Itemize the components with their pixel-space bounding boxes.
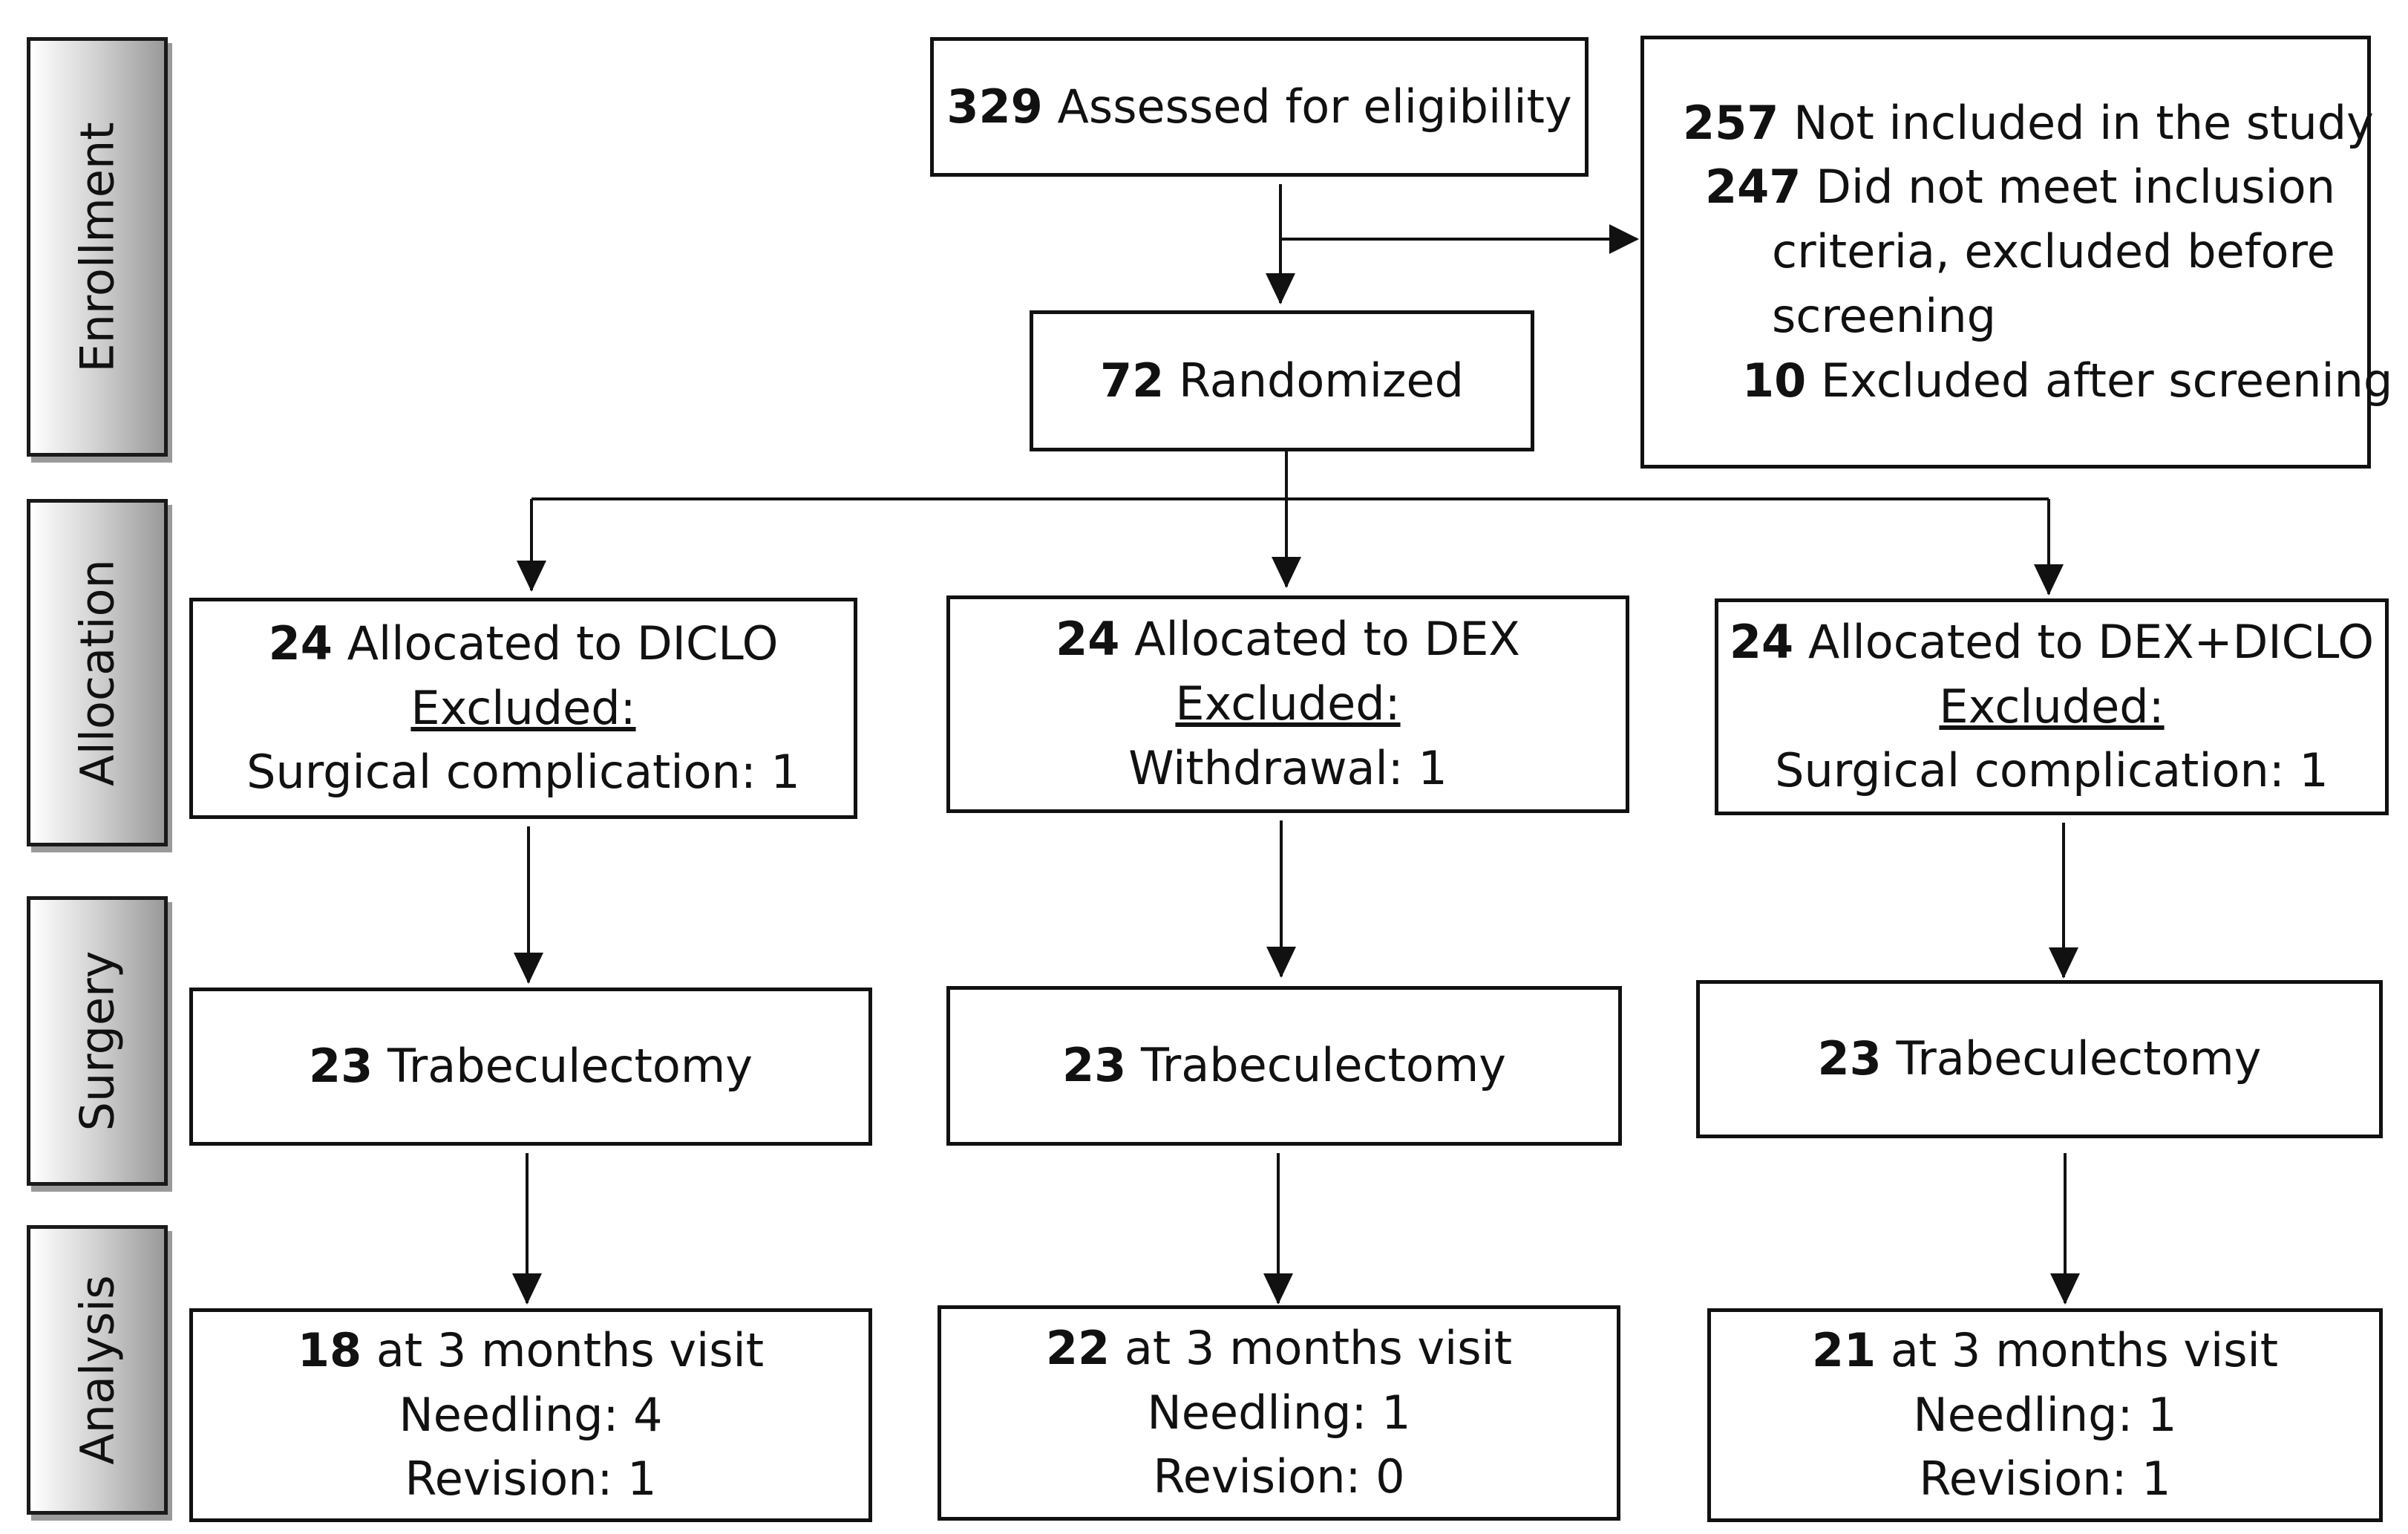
arm1-analysis-count: 18 <box>297 1322 362 1377</box>
arrowhead-randomized <box>1266 273 1295 304</box>
arm3-surgery-label: Trabeculectomy <box>1896 1031 2262 1086</box>
randomized-count: 72 <box>1100 353 1165 408</box>
arm2-surgery-label: Trabeculectomy <box>1141 1038 1506 1093</box>
arrowhead-arm3-surgery <box>2049 947 2078 979</box>
arm3-analysis-count: 21 <box>1811 1322 1877 1377</box>
arrowhead-arm1-surgery <box>514 953 543 984</box>
arm3-allocated-count: 24 <box>1729 614 1794 669</box>
arm3-excluded-heading: Excluded: <box>1939 679 2165 734</box>
arm1-surgery-count: 23 <box>309 1039 373 1094</box>
randomized-label: Randomized <box>1179 353 1464 408</box>
arrowhead-arm3-analysis <box>2050 1273 2080 1305</box>
arm2-excluded-detail: Withdrawal: 1 <box>1128 740 1447 795</box>
arrowhead-arm2-allocation <box>1272 557 1301 588</box>
arrowhead-not-included <box>1609 224 1639 254</box>
arm3-needling: Needling: 1 <box>1913 1387 2177 1442</box>
not-met-criteria-label-c: screening <box>1772 288 1996 343</box>
arm2-analysis-box: 22 at 3 months visit Needling: 1 Revisio… <box>938 1305 1620 1521</box>
arm3-surgery-count: 23 <box>1817 1031 1882 1086</box>
arrowhead-arm3-allocation <box>2034 564 2064 595</box>
arm2-needling: Needling: 1 <box>1147 1385 1411 1440</box>
arm1-analysis-label: at 3 months visit <box>376 1322 765 1377</box>
arm2-excluded-heading: Excluded: <box>1175 676 1401 731</box>
arm2-allocation-box: 24 Allocated to DEX Excluded: Withdrawal… <box>946 595 1629 813</box>
stage-analysis: Analysis <box>27 1225 168 1515</box>
not-met-criteria-label-a: Did not meet inclusion <box>1816 160 2336 215</box>
not-included-count: 257 <box>1683 95 1779 150</box>
arm1-revision: Revision: 1 <box>405 1452 657 1507</box>
arm3-revision: Revision: 1 <box>1919 1452 2171 1507</box>
arrowhead-arm1-analysis <box>512 1273 542 1305</box>
arm1-needling: Needling: 4 <box>399 1387 663 1442</box>
arm2-analysis-count: 22 <box>1045 1320 1110 1375</box>
arrowhead-arm2-surgery <box>1266 947 1296 978</box>
not-included-label: Not included in the study <box>1793 95 2374 150</box>
arm2-revision: Revision: 0 <box>1153 1449 1405 1504</box>
arm1-surgery-label: Trabeculectomy <box>387 1039 753 1094</box>
arm2-analysis-label: at 3 months visit <box>1124 1320 1513 1375</box>
arm2-surgery-count: 23 <box>1062 1038 1127 1093</box>
arm3-analysis-box: 21 at 3 months visit Needling: 1 Revisio… <box>1707 1308 2383 1522</box>
arm2-allocated-count: 24 <box>1056 612 1120 667</box>
arm1-surgery-box: 23 Trabeculectomy <box>189 988 872 1146</box>
stage-surgery: Surgery <box>27 896 168 1186</box>
arm3-analysis-label: at 3 months visit <box>1890 1322 2279 1377</box>
arrowhead-arm2-analysis <box>1263 1273 1293 1305</box>
arrowhead-arm1-allocation <box>517 561 546 592</box>
not-included-box: 257 Not included in the study 247 Did no… <box>1640 36 2392 469</box>
arm3-allocation-box: 24 Allocated to DEX+DICLO Excluded: Surg… <box>1715 598 2389 815</box>
assessed-label: Assessed for eligibility <box>1057 79 1572 134</box>
not-met-criteria-count: 247 <box>1705 160 1802 215</box>
stage-enrollment: Enrollment <box>27 37 168 457</box>
arm1-excluded-detail: Surgical complication: 1 <box>246 745 800 800</box>
arm1-allocated-count: 24 <box>268 616 333 670</box>
arm1-allocation-box: 24 Allocated to DICLO Excluded: Surgical… <box>189 598 857 819</box>
arm3-surgery-box: 23 Trabeculectomy <box>1696 980 2383 1138</box>
arm3-excluded-detail: Surgical complication: 1 <box>1775 743 2329 798</box>
excluded-after-screening-label: Excluded after screening <box>1821 353 2393 408</box>
arm2-surgery-box: 23 Trabeculectomy <box>946 986 1622 1146</box>
randomized-box: 72 Randomized <box>1030 310 1534 451</box>
stage-allocation: Allocation <box>27 499 168 846</box>
assessed-count: 329 <box>946 79 1043 134</box>
arm1-excluded-heading: Excluded: <box>410 680 636 735</box>
arm1-allocated-label: Allocated to DICLO <box>347 616 779 670</box>
arm3-allocated-label: Allocated to DEX+DICLO <box>1807 614 2375 669</box>
arm2-allocated-label: Allocated to DEX <box>1134 612 1520 667</box>
assessed-box: 329 Assessed for eligibility <box>930 37 1589 177</box>
arm1-analysis-box: 18 at 3 months visit Needling: 4 Revisio… <box>189 1308 872 1522</box>
excluded-after-screening-count: 10 <box>1742 353 1807 408</box>
not-met-criteria-label-b: criteria, excluded before <box>1772 224 2335 279</box>
